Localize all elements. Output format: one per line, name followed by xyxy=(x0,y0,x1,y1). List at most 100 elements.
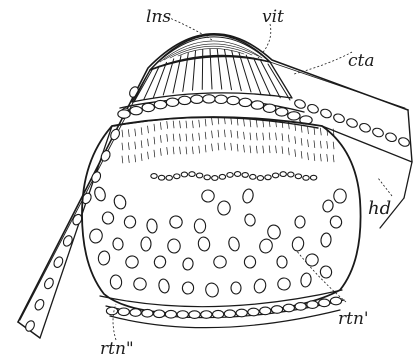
rod-striation xyxy=(167,147,168,154)
rhabdom-striations xyxy=(122,117,334,181)
basal-cell xyxy=(248,308,259,316)
hypodermis-cell xyxy=(371,127,384,139)
rod-nucleus xyxy=(265,175,271,180)
rod-striation xyxy=(173,121,174,128)
rod-striation xyxy=(276,133,277,140)
basal-cell xyxy=(201,311,212,319)
retinal-nucleus xyxy=(182,257,194,271)
rod-striation xyxy=(250,146,251,153)
hypodermis-cell xyxy=(33,298,45,311)
basal-cell xyxy=(118,308,129,316)
retinal-nucleus xyxy=(112,194,127,211)
rod-striation xyxy=(160,148,161,155)
rod-striation xyxy=(327,141,328,148)
retinal-nucleus xyxy=(204,281,220,298)
rod-striation xyxy=(212,131,213,138)
rod-striation xyxy=(269,146,270,153)
corneagen-cell xyxy=(288,112,300,120)
basal-cell xyxy=(283,304,294,312)
retinal-nucleus xyxy=(319,265,333,279)
retinal-nuclei xyxy=(88,186,346,299)
retinal-nucleus xyxy=(158,278,171,294)
retinal-nucleus xyxy=(213,255,227,268)
rod-striation xyxy=(320,154,321,161)
rod-striation xyxy=(237,144,238,151)
retinal-nucleus xyxy=(88,228,103,245)
rod-striation xyxy=(173,147,174,154)
rod-striation xyxy=(276,146,277,153)
retinal-nucleus xyxy=(243,213,256,228)
rod-striation xyxy=(224,143,225,150)
corneagen-cell xyxy=(239,98,251,106)
corneagen-cell xyxy=(118,110,130,118)
rod-striation xyxy=(192,147,193,154)
rod-striation xyxy=(314,154,315,161)
hypodermis-cell xyxy=(332,112,345,124)
retinal-nucleus xyxy=(244,256,255,268)
corneagen-cell xyxy=(263,104,275,112)
rod-striation xyxy=(224,130,225,137)
rod-nucleus xyxy=(166,175,172,180)
rod-striation xyxy=(327,154,328,161)
rod-striation xyxy=(212,144,213,151)
rod-striation xyxy=(192,121,193,128)
rod-striation xyxy=(148,152,149,159)
rod-striation xyxy=(244,132,245,139)
rod-striation xyxy=(314,141,315,148)
rod-striation xyxy=(154,150,155,157)
retinal-nucleus xyxy=(124,215,137,229)
rod-striation xyxy=(205,145,206,152)
rod-nucleus xyxy=(250,174,256,179)
retina-basal-cells xyxy=(106,297,341,318)
rod-striation xyxy=(218,130,219,137)
retinal-nucleus xyxy=(194,219,206,233)
hypodermis-cell xyxy=(306,103,319,115)
retinal-nucleus xyxy=(300,272,312,288)
rod-nucleus xyxy=(204,175,210,180)
rod-striation xyxy=(186,121,187,128)
rod-striation xyxy=(333,155,334,162)
retinal-nucleus xyxy=(110,274,123,289)
rod-striation xyxy=(256,146,257,153)
retinal-nucleus xyxy=(253,278,268,295)
rod-nucleus xyxy=(181,172,187,177)
rod-striation xyxy=(199,133,200,140)
rod-nucleus xyxy=(303,175,309,180)
basal-cell xyxy=(224,310,235,318)
retinal-nucleus xyxy=(305,253,319,267)
basal-cell xyxy=(319,299,330,307)
rod-striation xyxy=(244,119,245,126)
basal-cell xyxy=(165,310,176,318)
rod-striation xyxy=(180,121,181,128)
rod-nucleus xyxy=(158,175,164,180)
retinal-nucleus xyxy=(124,255,139,270)
corneagen-cell xyxy=(166,98,178,106)
retinal-nucleus xyxy=(329,215,343,230)
rod-striation xyxy=(231,130,232,137)
rod-striation xyxy=(269,133,270,140)
label-hd: hd xyxy=(368,198,391,219)
rod-striation xyxy=(308,127,309,134)
rod-striation xyxy=(192,134,193,141)
corneagen-cell xyxy=(215,95,227,103)
basal-cell xyxy=(236,309,247,317)
corneagen-cell xyxy=(154,100,166,108)
hypodermis-cell xyxy=(358,122,371,134)
corneagen-cell xyxy=(203,95,215,103)
hypodermis-cell xyxy=(345,117,358,129)
rod-striation xyxy=(256,120,257,127)
label-lns: lns xyxy=(146,7,171,27)
basal-cell xyxy=(154,310,165,318)
rod-striation xyxy=(128,143,129,150)
rod-striation xyxy=(135,129,136,136)
label-cta: cta xyxy=(348,51,375,71)
rod-striation xyxy=(160,122,161,129)
rod-nucleus xyxy=(151,174,157,179)
rod-striation xyxy=(199,146,200,153)
rod-striation xyxy=(148,139,149,146)
rod-striation xyxy=(282,147,283,154)
retinal-nucleus xyxy=(320,233,331,248)
retinal-nucleus xyxy=(321,199,334,213)
corneagen-cell xyxy=(227,96,239,104)
corneagen-cell xyxy=(130,106,142,114)
